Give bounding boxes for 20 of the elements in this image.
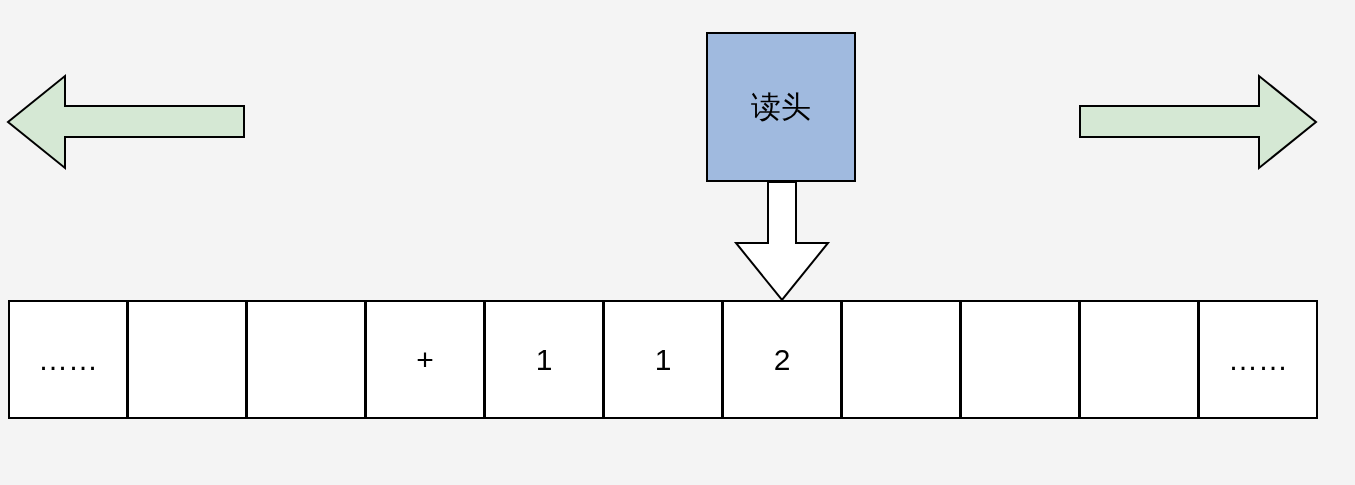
- cell-symbol: ……: [1228, 342, 1288, 377]
- cell-symbol: 2: [773, 342, 791, 377]
- cell-symbol: 1: [535, 342, 553, 377]
- tape-cell: [722, 300, 842, 419]
- tape-cell: [841, 300, 961, 419]
- tape-cell: [8, 300, 128, 419]
- tape-cell: [603, 300, 723, 419]
- read-head-box: [706, 32, 856, 182]
- tape-cell: [484, 300, 604, 419]
- tape-cell: [1198, 300, 1318, 419]
- tape-cell: [365, 300, 485, 419]
- block-arrow: [733, 181, 831, 302]
- tape-cell: [246, 300, 366, 419]
- head-label: 读头: [751, 88, 811, 125]
- tape-cell: [1079, 300, 1199, 419]
- cell-symbol: ……: [38, 342, 98, 377]
- cell-symbol: 1: [654, 342, 672, 377]
- tape-cell: [127, 300, 247, 419]
- cell-symbol: +: [416, 342, 434, 377]
- tape-cell: [960, 300, 1080, 419]
